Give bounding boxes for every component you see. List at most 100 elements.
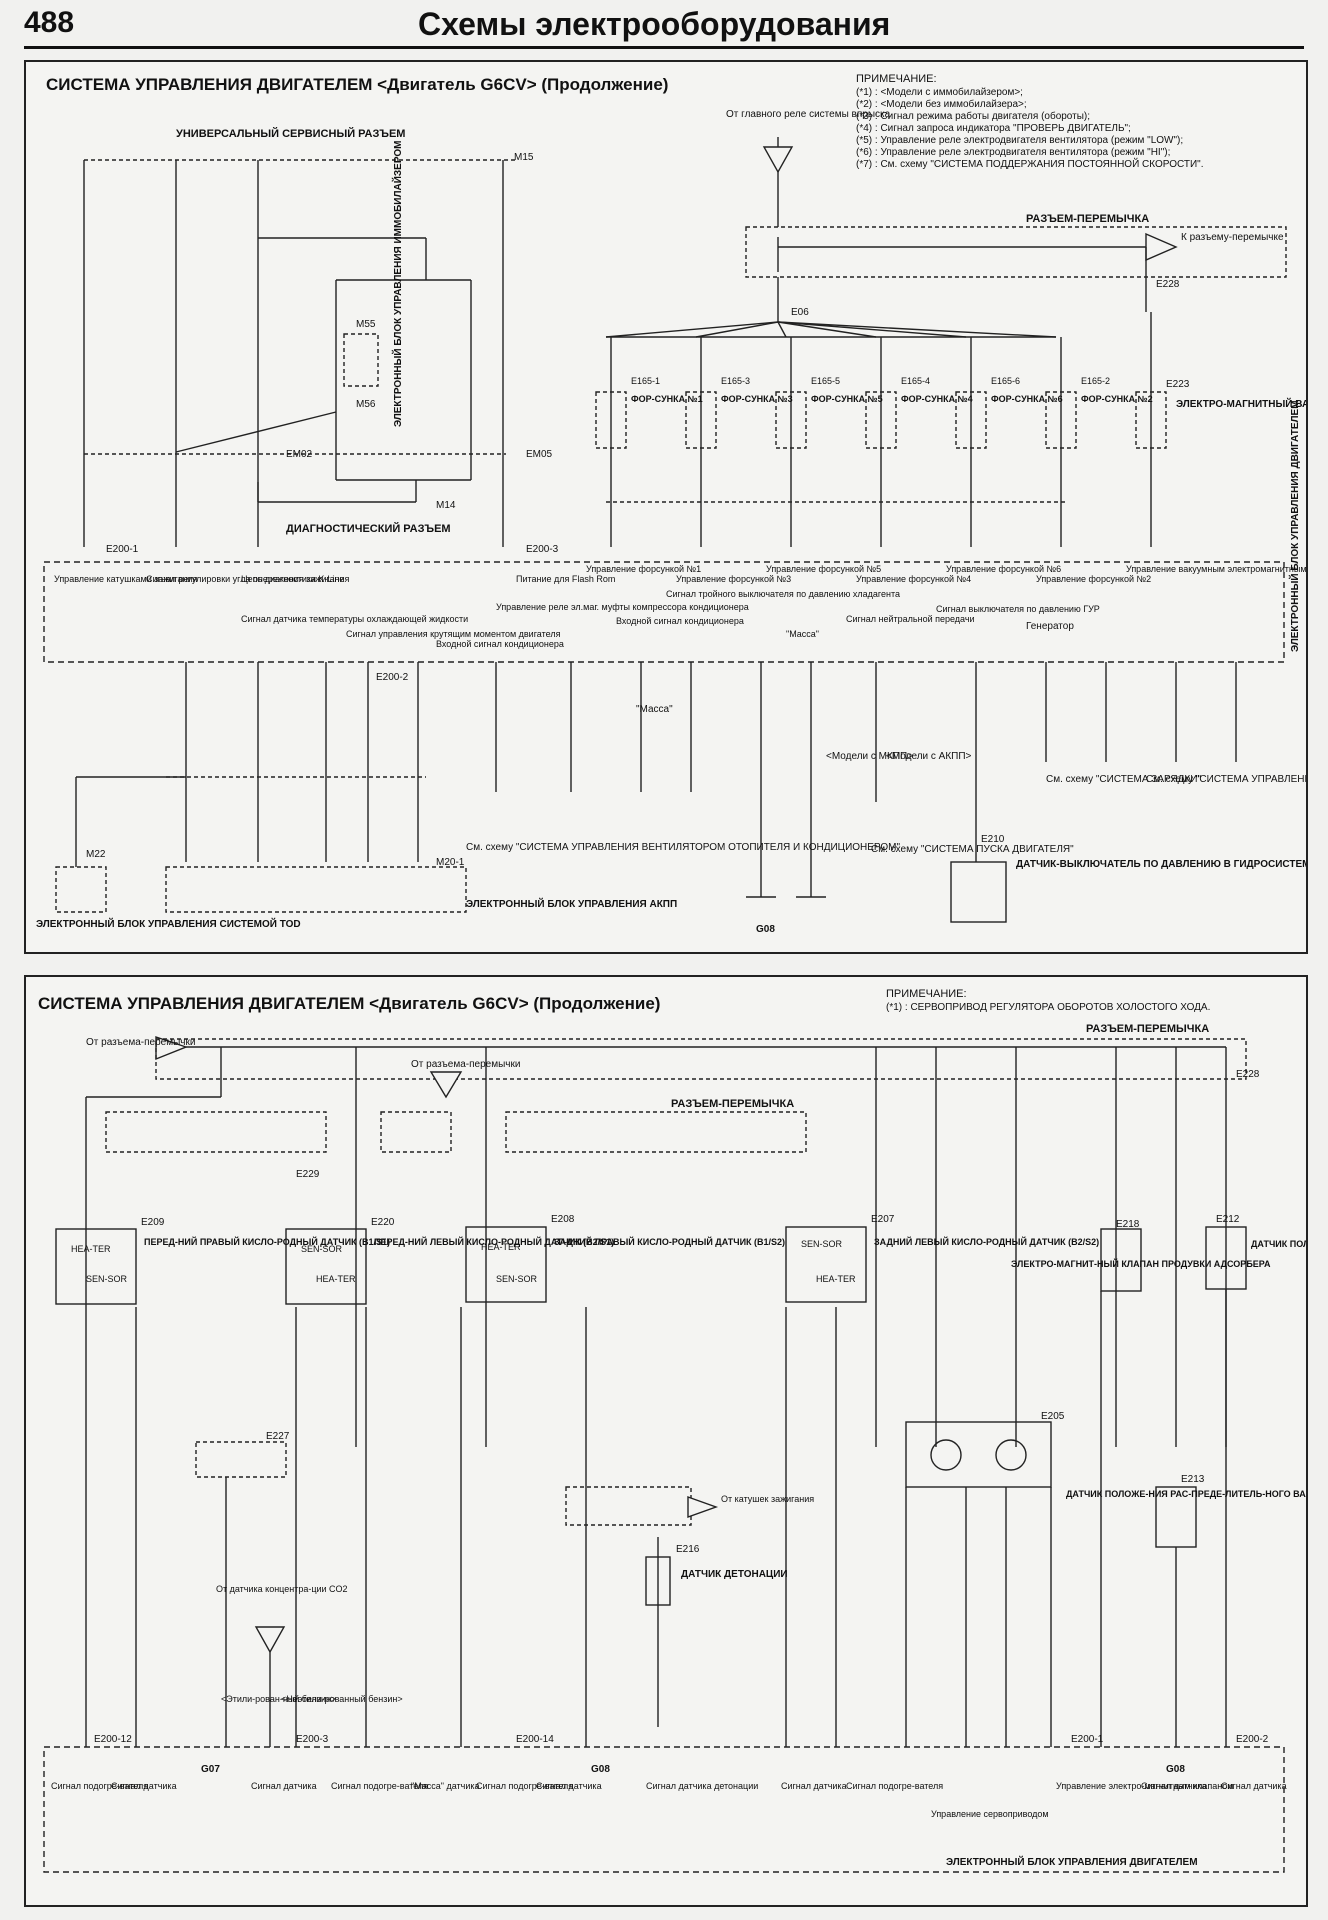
o2-b1s2-label: ЗАДНИЙ ПРАВЫЙ КИСЛО-РОДНЫЙ ДАТЧИК (B1/S2… — [554, 1236, 785, 1247]
top-wiring-diagram: СИСТЕМА УПРАВЛЕНИЯ ДВИГАТЕЛЕМ <Двигатель… — [36, 73, 1306, 935]
ecu-func-5: Управление форсункой №1 — [586, 564, 701, 574]
from-jumper-label: От разъема-перемычки — [86, 1037, 195, 1048]
page-header: 488 Схемы электрооборудования — [0, 0, 1328, 50]
conn-e200-2: E200-2 — [376, 672, 409, 683]
bconn-e200-14: E200-14 — [516, 1734, 554, 1745]
bconn-e229: E229 — [296, 1169, 320, 1180]
ecu-func-4: Питание для Flash Rom — [516, 574, 615, 584]
conn-m20-1: M20-1 — [436, 857, 465, 868]
co2-label: От датчика концентра-ции CO2 — [216, 1584, 348, 1594]
ecu-func-3: Цепь диагностики K-Line — [241, 574, 344, 584]
ecu-func-9: Управление форсункой №6 — [946, 564, 1061, 574]
bconn-e208: E208 — [551, 1214, 575, 1225]
top-note-5: (*5) : Управление реле электродвигателя … — [856, 135, 1183, 146]
conn-m55: M55 — [356, 319, 376, 330]
ground-g08-b: G08 — [1166, 1764, 1185, 1775]
crank-sensor-label: ДАТЧИК ПОЛО-ЖЕНИЯ КОЛЕН-ЧАТОГО ВАЛА — [1251, 1239, 1306, 1249]
bottom-jumper-label: РАЗЪЕМ-ПЕРЕМЫЧКА — [1086, 1023, 1209, 1035]
bconn-e216: E216 — [676, 1544, 700, 1555]
conn-e223: E223 — [1166, 379, 1190, 390]
ground-g08-a: G08 — [591, 1764, 610, 1775]
ecu-sig-6: Сигнал подогре-вателя — [476, 1781, 573, 1791]
bottom-note-title: ПРИМЕЧАНИЕ: — [886, 988, 967, 1000]
conn-e06: E06 — [791, 307, 809, 318]
mkpp-label: <Модели с МКПП> — [826, 751, 913, 762]
bconn-e218: E218 — [1116, 1219, 1140, 1230]
ecu-sig-7: Сигнал датчика — [536, 1781, 602, 1791]
bconn-e227: E227 — [266, 1431, 290, 1442]
page-number: 488 — [24, 6, 75, 39]
mass-label: "Масса" — [636, 704, 673, 715]
conn-em02: EM02 — [286, 449, 313, 460]
leaded-label: <Этили-рован-ный бензин> — [221, 1694, 336, 1704]
ecu-sig-2: Сигнал датчика — [111, 1781, 177, 1791]
top-note-6: (*6) : Управление реле электродвигателя … — [856, 147, 1170, 158]
bottom-diagram-panel: СИСТЕМА УПРАВЛЕНИЯ ДВИГАТЕЛЕМ <Двигатель… — [24, 975, 1308, 1907]
o2-b1s1-heater: HEA-TER — [71, 1244, 111, 1254]
ecu-lower-5: Входной сигнал кондиционера — [616, 616, 744, 626]
ecu-sig-13: Сигнал датчика — [1141, 1781, 1207, 1791]
injector-4-conn: E165-4 — [901, 376, 930, 386]
bconn-e200-2: E200-2 — [1236, 1734, 1269, 1745]
top-note-7: (*7) : См. схему "СИСТЕМА ПОДДЕРЖАНИЯ ПО… — [856, 157, 1204, 170]
ecu-sig-9: Сигнал датчика — [781, 1781, 847, 1791]
top-note-2: (*2) : <Модели без иммобилайзера>; — [856, 98, 1027, 110]
ecu-sig-3: Сигнал датчика — [251, 1781, 317, 1791]
from-coil-label: От катушек зажигания — [721, 1494, 814, 1504]
bconn-e200-3: E200-3 — [296, 1734, 329, 1745]
top-note-3: (*3) : Сигнал режима работы двигателя (о… — [856, 110, 1090, 122]
conn-e228: E228 — [1156, 279, 1180, 290]
ecu-func-11: Управление вакуумным электромагнитным кл… — [1126, 564, 1306, 574]
ecu-sig-8: Сигнал датчика детонации — [646, 1781, 758, 1791]
bottom-title: СИСТЕМА УПРАВЛЕНИЯ ДВИГАТЕЛЕМ <Двигатель… — [38, 994, 660, 1013]
charge-ref-label: См. схему "СИСТЕМА ЗАРЯДКИ" — [1046, 774, 1201, 785]
top-note-1: (*1) : <Модели с иммобилайзером>; — [856, 86, 1023, 98]
bconn-e209: E209 — [141, 1217, 165, 1228]
to-jumper-label: К разъему-перемычке — [1181, 232, 1284, 243]
ecu-lower-1: Сигнал датчика температуры охлаждающей ж… — [241, 614, 468, 624]
ecu-lower-9: Сигнал выключателя по давлению ГУР — [936, 604, 1100, 614]
o2-b2s2-heater: HEA-TER — [816, 1274, 856, 1284]
purge-valve-label: ЭЛЕКТРО-МАГНИТ-НЫЙ КЛАПАН ПРОДУВКИ АДСОР… — [1011, 1258, 1271, 1269]
ecu-sig-12: Управление электро-магнитным клапаном — [1056, 1781, 1233, 1791]
injector-5-conn: E165-5 — [811, 376, 840, 386]
akpp-unit-label: ЭЛЕКТРОННЫЙ БЛОК УПРАВЛЕНИЯ АКПП — [466, 897, 677, 910]
fan-ref-label: См. схему "СИСТЕМА УПРАВЛЕНИЯ ЭЛЕКТРОВЕН… — [1146, 774, 1306, 785]
bconn-e228: E228 — [1236, 1069, 1260, 1080]
generator-label: Генератор — [1026, 621, 1074, 632]
bconn-e205: E205 — [1041, 1411, 1065, 1422]
o2-b1s1-sensor: SEN-SOR — [86, 1274, 128, 1284]
mid-jumper-label: РАЗЪЕМ-ПЕРЕМЫЧКА — [671, 1098, 794, 1110]
unleaded-label: <Неэтили-рованный бензин> — [281, 1694, 403, 1704]
o2-b2s1-heater: HEA-TER — [316, 1274, 356, 1284]
top-note-title: ПРИМЕЧАНИЕ: — [856, 73, 937, 85]
o2-b2s2-sensor: SEN-SOR — [801, 1239, 843, 1249]
conn-em05: EM05 — [526, 449, 553, 460]
top-diagram-panel: СИСТЕМА УПРАВЛЕНИЯ ДВИГАТЕЛЕМ <Двигатель… — [24, 60, 1308, 954]
o2-b1s2-heater: HEA-TER — [481, 1242, 521, 1252]
injector-3-conn: E165-3 — [721, 376, 750, 386]
bconn-e207: E207 — [871, 1214, 895, 1225]
main-relay-label: От главного реле системы впрыска — [726, 109, 891, 120]
bconn-e213: E213 — [1181, 1474, 1205, 1485]
ecu-lower-2: Сигнал управления крутящим моментом двиг… — [346, 629, 561, 639]
ecu-sig-4: Сигнал подогре-вателя — [331, 1781, 428, 1791]
o2-b2s2-label: ЗАДНИЙ ЛЕВЫЙ КИСЛО-РОДНЫЙ ДАТЧИК (B2/S2) — [874, 1236, 1099, 1247]
ps-switch-label: ДАТЧИК-ВЫКЛЮЧАТЕЛЬ ПО ДАВЛЕНИЮ В ГИДРОСИ… — [1016, 859, 1306, 870]
page-title: Схемы электрооборудования — [418, 6, 891, 42]
injector-5-label: ФОР-СУНКА №5 — [811, 394, 883, 404]
injector-2-label: ФОР-СУНКА №2 — [1081, 394, 1153, 404]
o2-b1s2-sensor: SEN-SOR — [496, 1274, 538, 1284]
injector-6-conn: E165-6 — [991, 376, 1020, 386]
start-ref-label: См. схему "СИСТЕМА ПУСКА ДВИГАТЕЛЯ" — [871, 844, 1074, 855]
bconn-e220: E220 — [371, 1217, 395, 1228]
ecu-lower-3: Входной сигнал кондиционера — [436, 639, 564, 649]
vacuum-valve-label: ЭЛЕКТРО-МАГНИТНЫЙ ВАКУУМНЫЙ КЛАПАН — [1176, 397, 1306, 410]
ecu-lower-4: Управление реле эл.маг. муфты компрессор… — [496, 602, 749, 612]
conn-m22: M22 — [86, 849, 106, 860]
conn-e200-3: E200-3 — [526, 544, 559, 555]
ecu-lower-8: Сигнал нейтральной передачи — [846, 614, 975, 624]
jumper-label: РАЗЪЕМ-ПЕРЕМЫЧКА — [1026, 213, 1149, 225]
conn-m14: M14 — [436, 500, 456, 511]
injector-1-label: ФОР-СУНКА №1 — [631, 394, 703, 404]
